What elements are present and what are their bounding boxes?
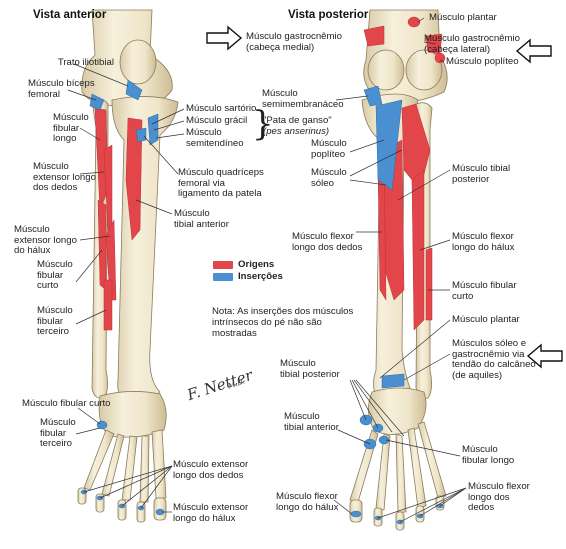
posterior-origin-flexor-halux [411,169,425,331]
posterior-origin-soleo [401,103,431,191]
anterior-insert-biceps [89,93,105,111]
legend-origins-swatch [213,261,233,269]
label-flexor-dedos: Músculo flexor longo dos dedos [292,231,363,253]
posterior-insert-achilles [381,373,405,389]
label-soleo: Músculo sóleo [311,167,347,189]
label-gracil: Músculo grácil [186,115,248,126]
posterior-origin-plantar [407,16,421,28]
note-text: Nota: As inserções dos músculos intrínse… [212,306,354,339]
label-tibial-posterior: Músculo tibial posterior [452,163,511,185]
label-plantar-low: Músculo plantar [452,314,520,325]
label-biceps-femoral: Músculo bíceps femoral [28,78,95,100]
label-popliteo-top: Músculo poplíteo [446,56,519,67]
posterior-insert-semimembranaceo [363,85,383,107]
arrow-right-gastro-medial [206,25,243,51]
label-tibial-anterior-pe: Músculo tibial anterior [284,411,339,433]
label-fibular-curto: Músculo fibular curto [37,259,73,292]
posterior-origin-gastro-medial [363,25,385,47]
label-flexor-dedos-pe: Músculo flexor longo dos dedos [468,481,530,514]
posterior-insert-fibular-longo [378,435,390,445]
arrow-left-gastro-lateral [515,38,552,64]
posterior-origin-fibular-curto [425,247,433,321]
anterior-origin-fibular-longo [94,107,109,211]
posterior-origins [363,16,446,331]
label-pata-ganso: "Pata de ganso" (pes anserinus) [263,115,332,137]
label-gastro-medial: Músculo gastrocnêmio (cabeça medial) [246,31,342,53]
label-tibial-anterior: Músculo tibial anterior [174,208,229,230]
leader-lines [67,17,467,523]
anterior-origins [94,107,143,331]
posterior-title: Vista posterior [288,9,369,21]
anterior-insertions [80,79,165,516]
anterior-origin-tibial-anterior [125,117,143,241]
posterior-condyle-right [405,49,443,91]
label-plantar: Músculo plantar [429,12,497,23]
anterior-tibia [111,96,179,403]
posterior-condyle-left [367,49,405,91]
label-fibular-terceiro-pe: Músculo fibular terceiro [40,417,76,450]
label-ext-longo-halux: Músculo extensor longo do hálux [14,224,77,257]
legend-origins-label: Origens [238,259,275,270]
label-ext-longo-dedos: Músculo extensor longo dos dedos [33,161,96,194]
anterior-origin-fibular-terceiro [103,279,113,331]
legend-insertions-swatch [213,273,233,281]
label-popliteo: Músculo poplíteo [311,138,347,160]
anterior-patella [119,39,157,85]
posterior-insertions [350,85,444,525]
label-semimembranaceo: Músculo semimembranáceo [262,88,344,110]
anterior-origin-ext-halux [105,219,117,301]
anterior-insert-fibular-curto [96,420,108,430]
posterior-insert-popliteo [375,99,403,191]
anterior-title: Vista anterior [33,9,107,21]
label-trato-iliotibial: Trato iliotibial [57,57,114,68]
label-quadriceps: Músculo quadríceps femoral via ligamento… [178,167,264,200]
label-flexor-halux-pe: Músculo flexor longo do hálux [276,491,339,513]
anterior-insert-quad [135,127,147,143]
posterior-insert-flexor-halux [350,510,362,518]
label-tibial-posterior-pe: Músculo tibial posterior [280,358,340,380]
label-sartorio: Músculo sartório [186,103,257,114]
label-fibular-longo-pe: Músculo fibular longo [462,444,515,466]
label-fibular-terceiro: Músculo fibular terceiro [37,305,73,338]
label-fibular-curto-post: Músculo fibular curto [452,280,517,302]
label-ext-longo-dedos-pe: Músculo extensor longo dos dedos [173,459,249,481]
label-fibular-longo: Músculo fibular longo [53,112,89,145]
posterior-origin-popliteo-top [434,52,446,64]
label-gastro-lateral: Músculo gastrocnêmio (cabeça lateral) [424,33,520,55]
label-semitendineo: Músculo semitendíneo [186,127,244,149]
label-flexor-halux: Músculo flexor longo do hálux [452,231,515,253]
label-ext-longo-halux-pe: Músculo extensor longo do hálux [173,502,249,524]
anterior-insert-iliotibial [125,79,143,101]
label-soleo-gastro: Músculos sóleo e gastrocnêmio via tendão… [452,338,536,381]
arrows [206,25,563,369]
legend-insertions-label: Inserções [238,271,283,282]
arrow-left-achilles [526,343,563,369]
label-fibular-curto-pe: Músculo fibular curto [22,398,111,409]
anterior-insert-pes [147,113,159,146]
pata-ganso-brace: } [252,104,274,144]
